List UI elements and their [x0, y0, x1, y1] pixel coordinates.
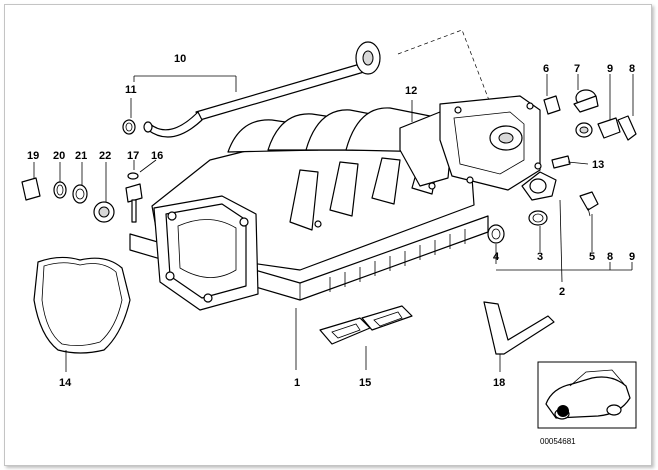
callout-18: 18	[493, 377, 505, 389]
seal-ring-4	[487, 224, 505, 244]
breather-tube	[143, 41, 381, 138]
callout-12: 12	[405, 85, 417, 97]
washer-21	[72, 184, 88, 204]
connector-5	[579, 191, 599, 217]
callout-9-bottom: 9	[629, 251, 635, 263]
callout-13: 13	[592, 159, 604, 171]
plug-19	[21, 177, 41, 201]
reference-number: 00054681	[540, 437, 576, 446]
elbow-fitting-8	[617, 115, 637, 141]
leader-lines	[33, 74, 634, 372]
callout-15: 15	[359, 377, 371, 389]
bushing-22	[93, 201, 115, 223]
callout-17: 17	[127, 150, 139, 162]
callout-1: 1	[294, 377, 300, 389]
callout-14: 14	[59, 377, 72, 389]
callout-labels: 1 2 3 4 5 6 7 8 8 9 9 10 11 12 13 14 15 …	[27, 53, 635, 389]
throttle-gasket-14	[33, 256, 131, 354]
hose-nipple-9	[597, 117, 621, 139]
idle-valve-housing	[399, 95, 542, 191]
vehicle-locator-inset	[537, 361, 637, 429]
cap-7	[573, 89, 599, 113]
callout-2: 2	[559, 286, 565, 298]
washer-20	[53, 181, 67, 199]
callout-10: 10	[174, 53, 186, 65]
callout-16: 16	[151, 150, 163, 162]
bracket-18	[483, 301, 555, 355]
callout-7: 7	[574, 63, 580, 75]
callout-8-top: 8	[629, 63, 635, 75]
screw-13	[551, 155, 571, 169]
callout-5: 5	[589, 251, 595, 263]
seal-ring-3	[528, 210, 548, 226]
callout-22: 22	[99, 150, 111, 162]
callout-19: 19	[27, 150, 39, 162]
callout-3: 3	[537, 251, 543, 263]
runner-gaskets-15	[319, 305, 413, 345]
temperature-sensor-2	[521, 171, 557, 201]
callout-11: 11	[125, 84, 137, 96]
callout-20: 20	[53, 150, 65, 162]
grommet-9	[575, 122, 593, 138]
o-ring-11	[122, 119, 136, 135]
callout-4: 4	[493, 251, 500, 263]
callout-6: 6	[543, 63, 549, 75]
callout-21: 21	[75, 150, 87, 162]
callout-9-top: 9	[607, 63, 613, 75]
bolt-17-16	[125, 172, 143, 223]
location-dot	[557, 405, 569, 417]
callout-8-bottom: 8	[607, 251, 613, 263]
sleeve-6	[543, 95, 561, 115]
